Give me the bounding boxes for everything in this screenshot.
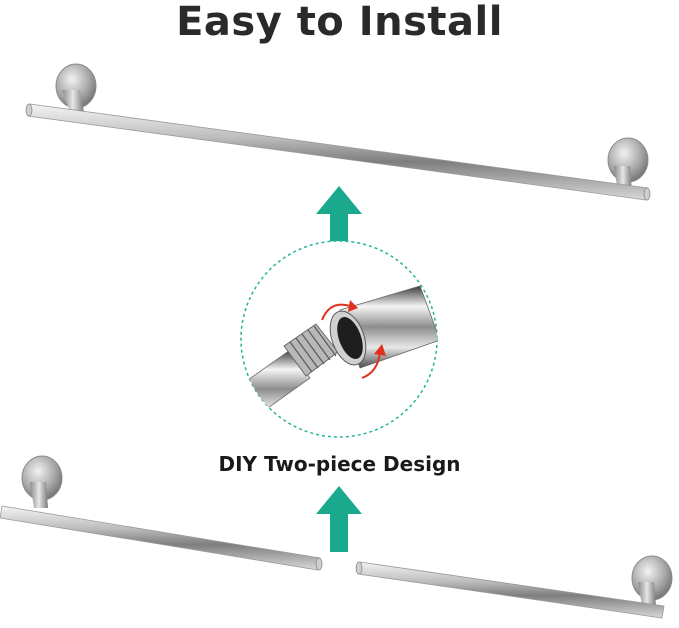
caption-label: DIY Two-piece Design	[218, 452, 461, 476]
up-arrow-icon	[316, 486, 362, 552]
right-half-towel-bar	[355, 555, 673, 619]
tube-socket	[329, 285, 437, 369]
connector-detail-circle	[240, 240, 438, 438]
left-wall-bracket	[55, 63, 97, 112]
left-half-towel-bar	[0, 455, 323, 571]
rotate-arrow-icon	[321, 300, 386, 379]
assembled-towel-bar	[25, 63, 651, 201]
page-title: Easy to Install	[176, 0, 503, 45]
up-arrow-icon	[316, 186, 362, 256]
